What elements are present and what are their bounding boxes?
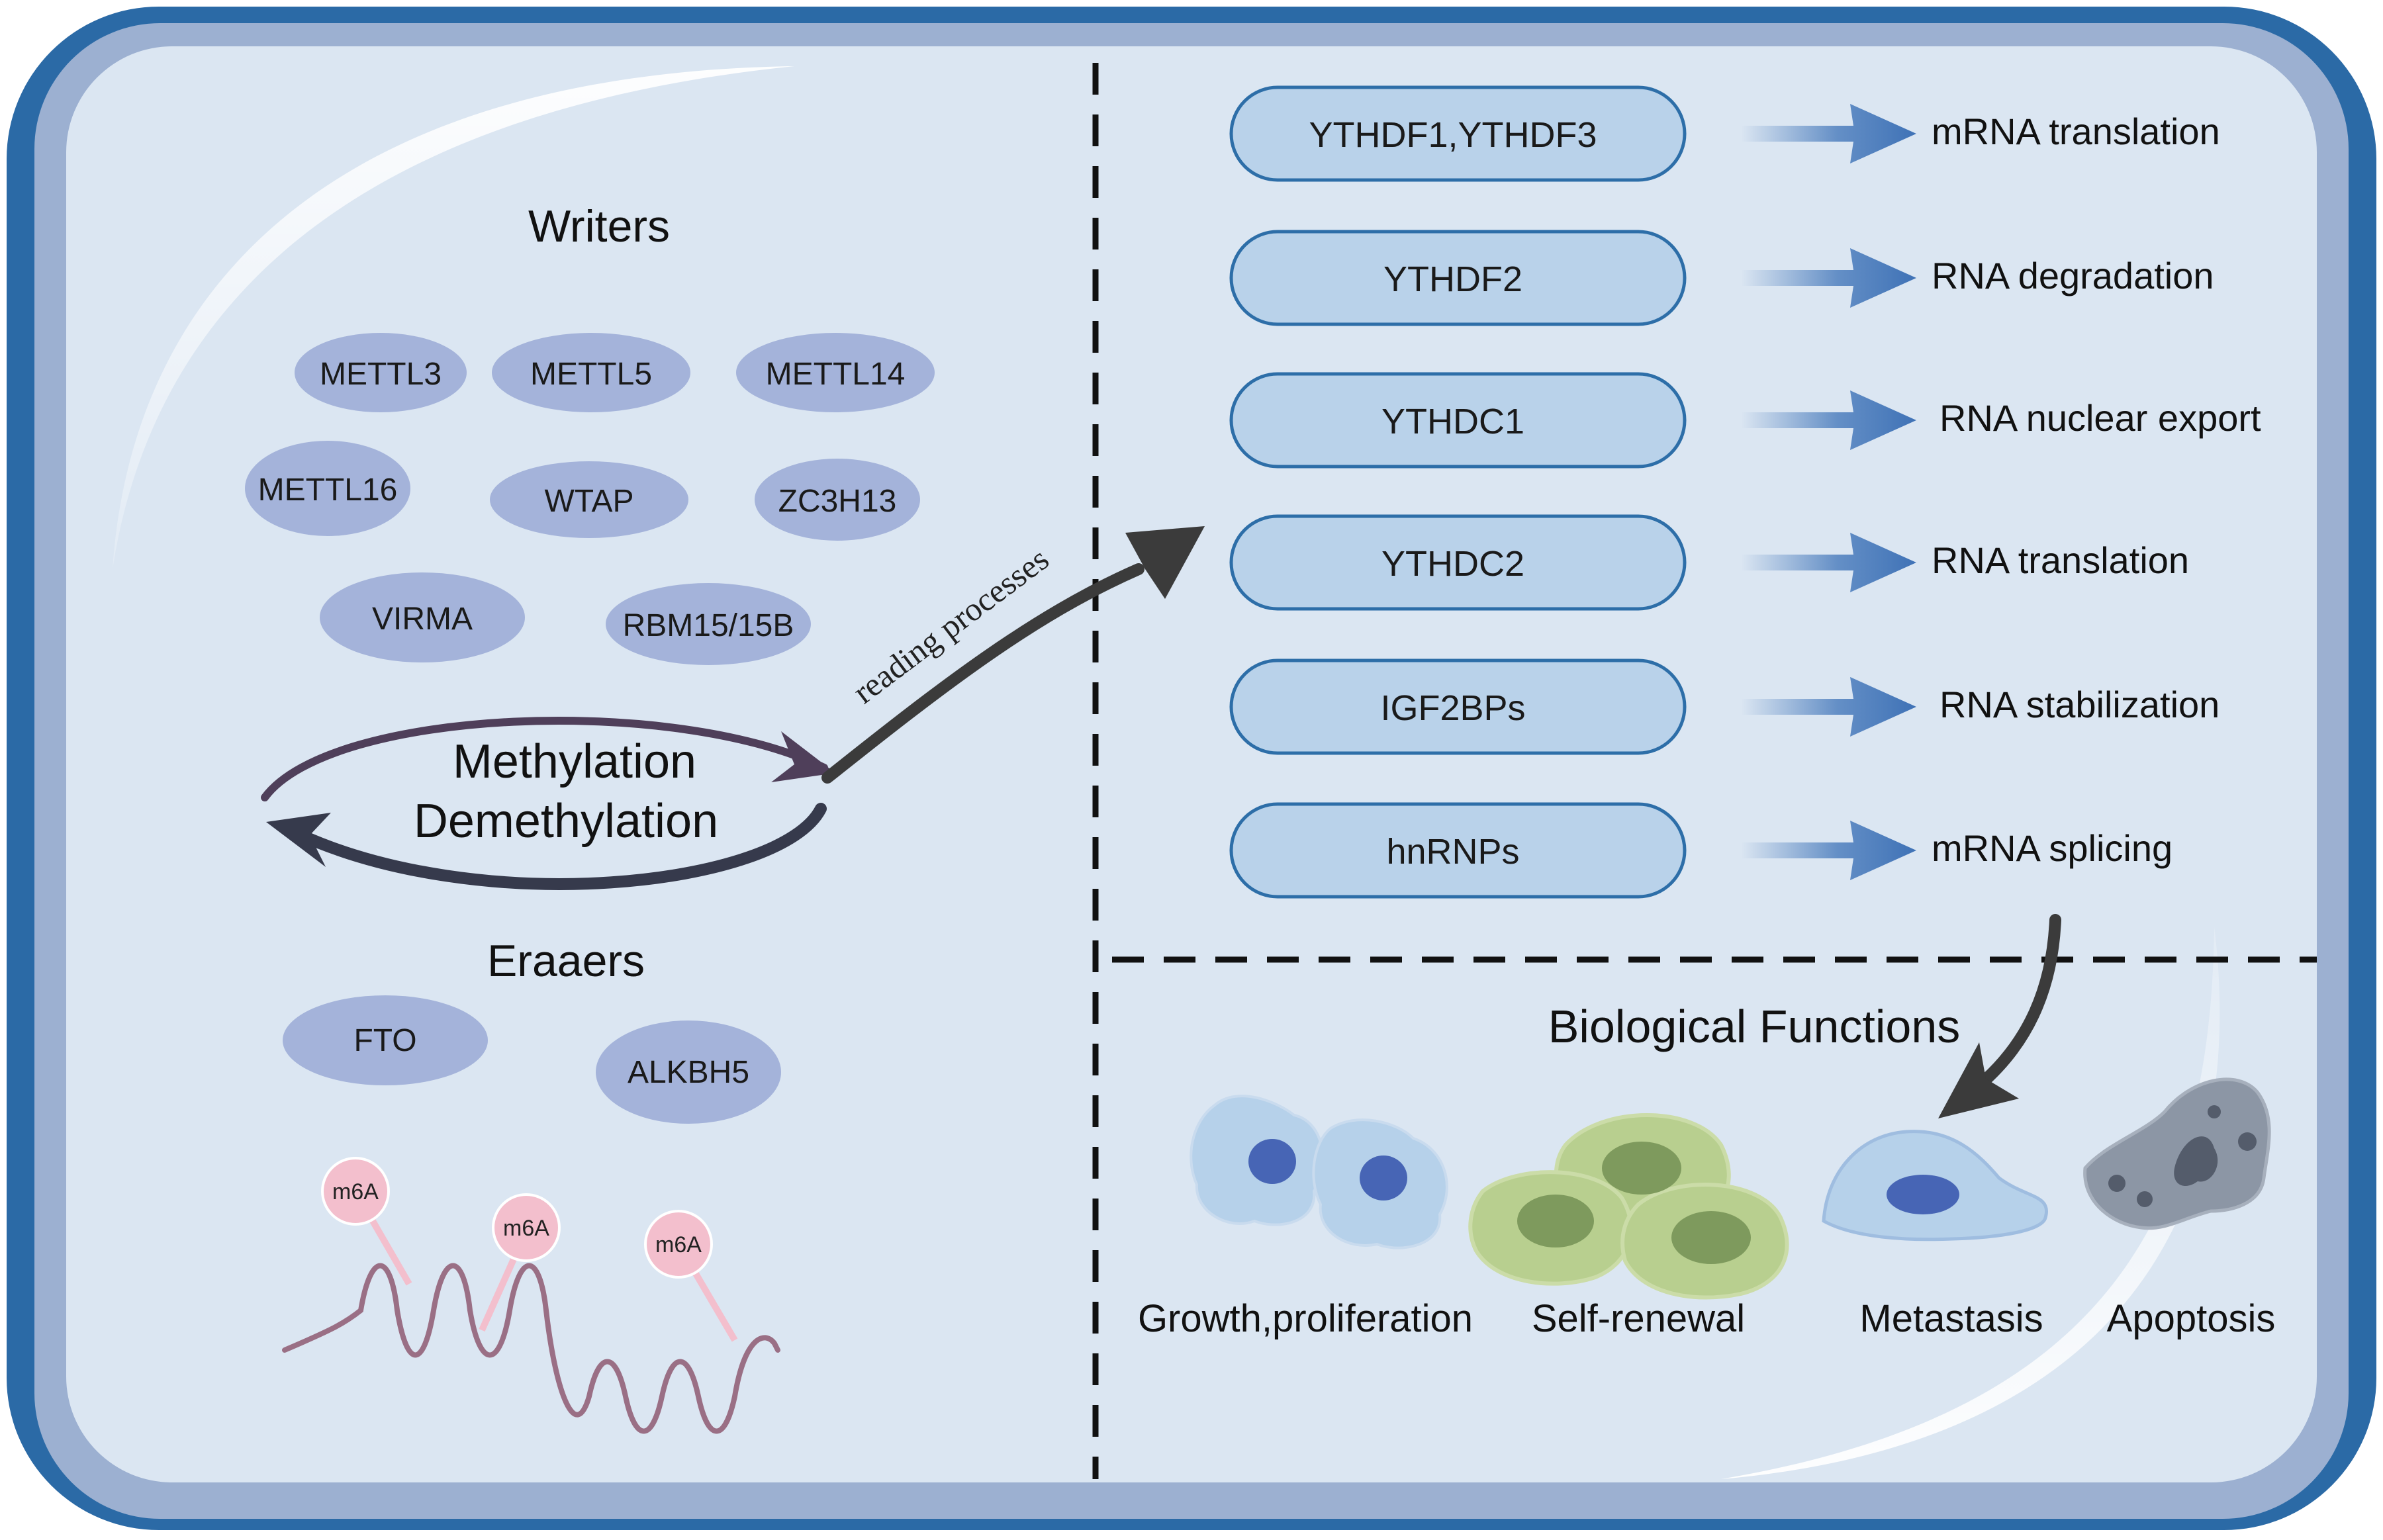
reader-pill [1229, 658, 1687, 755]
apoptosis-fragment-3 [2137, 1191, 2153, 1207]
reader-function-arrow [1741, 104, 1916, 163]
writer-ellipse [245, 441, 410, 536]
apoptosis-fragment-5 [2208, 1105, 2221, 1118]
reader-function-arrow [1741, 533, 1916, 592]
writer-ellipse [490, 461, 688, 538]
bio-label-metastasis: Metastasis [1859, 1297, 2043, 1340]
bio-label-apoptosis: Apoptosis [2107, 1297, 2276, 1340]
methylation-arc [261, 717, 828, 801]
writer-ellipse [320, 572, 525, 662]
writer-ellipse [295, 333, 467, 412]
reader-function-label: mRNA translation [1932, 111, 2220, 152]
bio-label-self-renewal: Self-renewal [1532, 1297, 1745, 1340]
biological-functions-title: Biological Functions [1548, 1001, 1961, 1052]
bio-arrow [1938, 914, 2061, 1118]
reader-function-arrow [1741, 390, 1916, 450]
apoptosis-fragment-4 [2238, 1132, 2257, 1151]
reader-protein-label: hnRNPs [1386, 832, 1519, 872]
bio-arrowhead [1938, 1042, 2019, 1118]
eraser-ellipse [283, 995, 488, 1085]
writer-ellipse [606, 583, 811, 665]
growth-nucleus-1 [1248, 1139, 1296, 1184]
metastasis-nucleus [1887, 1175, 1959, 1214]
reader-function-label: RNA stabilization [1939, 684, 2219, 725]
writer-ellipse [492, 333, 690, 412]
reader-function-label: RNA degradation [1932, 255, 2214, 296]
writer-label: WTAP [544, 484, 633, 519]
writer-label: VIRMA [372, 602, 473, 637]
apoptosis-fragment-2 [2108, 1175, 2126, 1192]
m6a-rna-illustration: m6A m6A m6A [282, 1157, 780, 1434]
renewal-nucleus-3 [1671, 1211, 1751, 1264]
reader-function-arrow [1741, 248, 1916, 308]
reader-pill [1229, 85, 1687, 182]
m6a-label-1: m6A [332, 1179, 379, 1204]
eraser-label: FTO [353, 1023, 416, 1058]
metastasis-cell-illustration [1822, 1130, 2048, 1242]
reader-pill [1229, 802, 1687, 899]
bio-arrow-shaft [1973, 914, 2061, 1091]
m6a-pin-1 [321, 1157, 390, 1226]
demethylation-arrowhead [266, 813, 331, 867]
writer-label: METTL16 [258, 473, 398, 508]
writers-title: Writers [528, 201, 670, 251]
reader-protein-label: YTHDC2 [1381, 544, 1524, 584]
writer-ellipse [755, 459, 920, 541]
methylation-arrowhead [771, 731, 835, 782]
demethylation-arc [285, 803, 827, 890]
reader-protein-label: YTHDC1 [1381, 402, 1524, 441]
reading-arrowhead [1125, 526, 1205, 599]
erasers-title: Eraaers [487, 936, 645, 986]
eraser-label: ALKBH5 [628, 1055, 749, 1090]
reader-pill [1229, 230, 1687, 326]
reader-function-label: RNA translation [1932, 539, 2189, 581]
bio-label-growth: Growth,proliferation [1138, 1297, 1473, 1340]
renewal-nucleus-1 [1602, 1142, 1681, 1195]
writer-label: METTL14 [766, 357, 906, 392]
apoptosis-fragment-1 [2174, 1136, 2218, 1187]
apoptosis-cell-illustration [2083, 1077, 2271, 1230]
writer-label: METTL5 [530, 357, 652, 392]
writer-label: METTL3 [320, 357, 442, 392]
reader-function-label: RNA nuclear export [1939, 397, 2261, 439]
reader-pill [1229, 372, 1687, 469]
m6a-pin-3 [644, 1210, 713, 1279]
m6a-label-3: m6A [655, 1232, 702, 1257]
reader-function-arrow [1741, 677, 1916, 737]
methylation-label: Methylation [453, 735, 696, 788]
erasers-group: FTO ALKBH5 [283, 995, 781, 1124]
reader-protein-label: YTHDF1,YTHDF3 [1309, 115, 1597, 155]
m6a-pin-2 [492, 1193, 561, 1262]
rna-strand [282, 1263, 780, 1434]
reader-pill [1229, 514, 1687, 611]
methylation-cycle: Methylation Demethylation [261, 717, 835, 890]
eraser-ellipse [596, 1020, 781, 1124]
apoptosis-cell [2083, 1077, 2271, 1230]
growth-nucleus-2 [1360, 1155, 1407, 1200]
growth-cells-illustration [1190, 1095, 1448, 1249]
reading-arrow-shaft [821, 563, 1145, 784]
writer-ellipse [736, 333, 935, 412]
renewal-nucleus-2 [1517, 1195, 1594, 1247]
writer-label: ZC3H13 [778, 484, 897, 519]
writer-label: RBM15/15B [623, 608, 794, 643]
m6a-label-2: m6A [503, 1216, 549, 1241]
self-renewal-cells-illustration [1468, 1113, 1789, 1300]
reader-function-arrow [1741, 821, 1916, 880]
reader-protein-label: IGF2BPs [1380, 688, 1525, 728]
demethylation-label: Demethylation [414, 795, 718, 848]
reader-function-label: mRNA splicing [1932, 827, 2173, 869]
reader-protein-label: YTHDF2 [1383, 259, 1522, 299]
